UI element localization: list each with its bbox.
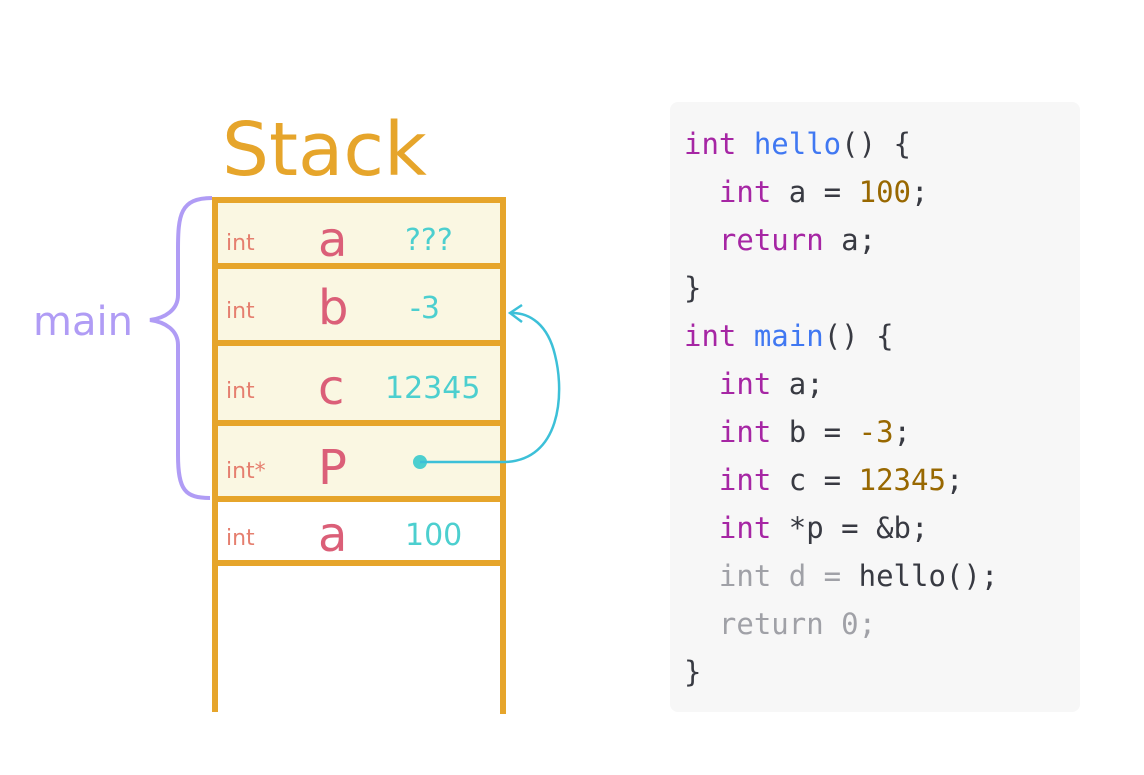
code-line: }	[670, 648, 1080, 696]
code-token: hello();	[858, 559, 999, 593]
code-token: }	[684, 271, 702, 305]
code-token: a;	[841, 223, 877, 257]
code-token: int	[684, 319, 754, 353]
code-token: 12345	[858, 463, 946, 497]
code-token: ;	[945, 463, 964, 497]
code-line: int main() {	[670, 312, 1080, 360]
code-line: int *p = &b;	[670, 504, 1080, 552]
code-token: return 0;	[684, 607, 877, 641]
code-line: int d = hello();	[670, 552, 1080, 600]
row-name: a	[318, 212, 347, 268]
code-line: int a = 100;	[670, 168, 1080, 216]
code-line: int b = -3;	[670, 408, 1080, 456]
row-name: a	[318, 507, 347, 563]
code-line: }	[670, 264, 1080, 312]
code-token: }	[684, 655, 702, 689]
row-name: b	[318, 280, 348, 336]
code-line: int hello() {	[670, 120, 1080, 168]
code-token: int	[684, 511, 789, 545]
code-token: () {	[841, 127, 911, 161]
row-type: int*	[226, 459, 266, 484]
code-token: int	[684, 463, 789, 497]
code-line: return a;	[670, 216, 1080, 264]
code-token: int	[684, 415, 789, 449]
pointer-arrow	[420, 311, 561, 464]
stack-title: Stack	[222, 107, 427, 193]
row-type: int	[226, 526, 255, 551]
row-value: 12345	[385, 371, 480, 406]
arrowhead-icon	[507, 303, 523, 323]
row-type: int	[226, 299, 255, 324]
frame-label: main	[33, 299, 133, 345]
code-token: ;	[893, 415, 911, 449]
code-token: b =	[788, 415, 859, 449]
row-name: P	[318, 440, 347, 496]
row-value: -3	[410, 291, 440, 326]
stack-frame	[212, 197, 506, 714]
code-token: a =	[788, 175, 859, 209]
code-token: int	[684, 175, 789, 209]
code-token: ;	[911, 175, 929, 209]
row-name: c	[318, 360, 344, 416]
row-value: 100	[405, 518, 462, 553]
code-line: return 0;	[670, 600, 1080, 648]
code-token: hello	[753, 127, 842, 161]
code-token: c =	[788, 463, 859, 497]
code-line: int a;	[670, 360, 1080, 408]
code-token: -3	[858, 415, 894, 449]
code-token: main	[753, 319, 824, 353]
brace-icon	[149, 196, 213, 500]
code-token: int d =	[684, 559, 859, 593]
code-block: int hello() { int a = 100; return a;}int…	[670, 102, 1080, 712]
code-token: a;	[788, 367, 824, 401]
row-type: int	[226, 379, 255, 404]
code-token: 100	[858, 175, 911, 209]
row-type: int	[226, 231, 255, 256]
code-token: *p = &b;	[788, 511, 929, 545]
code-token: () {	[823, 319, 894, 353]
code-line: int c = 12345;	[670, 456, 1080, 504]
code-token: int	[684, 127, 754, 161]
code-token: return	[684, 223, 842, 257]
row-value: ???	[405, 223, 453, 258]
code-token: int	[684, 367, 789, 401]
main-frame-cells	[215, 200, 503, 498]
